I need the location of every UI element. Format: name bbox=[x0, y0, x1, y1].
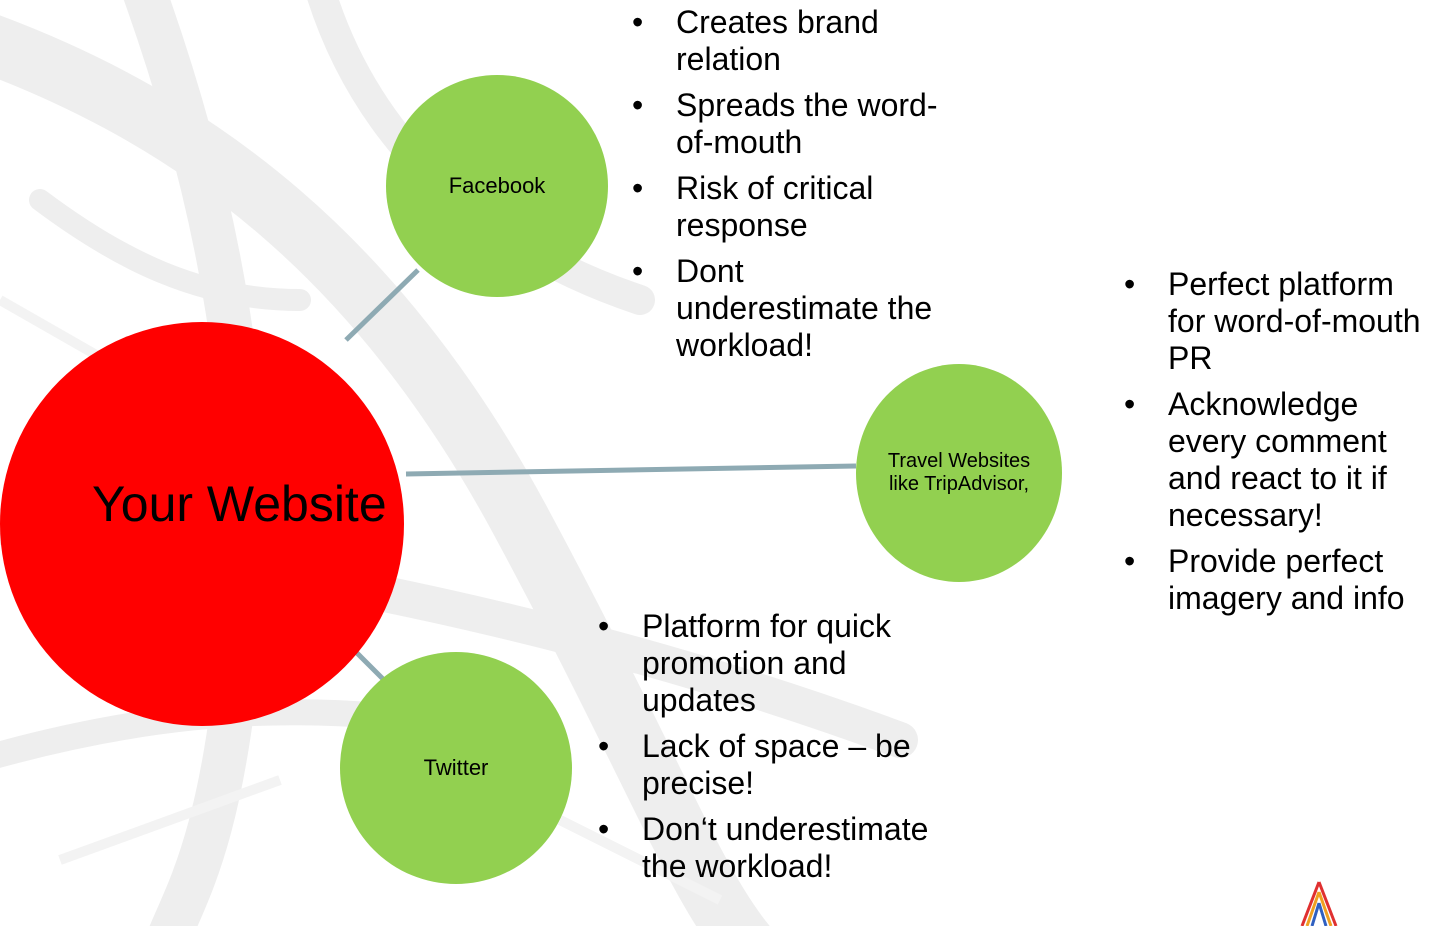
connector-main-travel bbox=[405, 463, 857, 477]
brand-logo-icon bbox=[1300, 881, 1338, 926]
travel-points-list: Perfect platform for word-of-mouth PR Ac… bbox=[1112, 266, 1436, 626]
twitter-node: Twitter bbox=[340, 652, 572, 884]
your-website-label: Your Website bbox=[92, 476, 387, 532]
twitter-point: Lack of space – be precise! bbox=[586, 728, 956, 802]
twitter-point: Platform for quick promotion and updates bbox=[586, 608, 956, 719]
facebook-point: Spreads the word-of-mouth bbox=[620, 87, 940, 161]
travel-point: Provide perfect imagery and info bbox=[1112, 543, 1436, 617]
facebook-label: Facebook bbox=[448, 173, 546, 198]
twitter-label: Twitter bbox=[423, 755, 489, 780]
facebook-point: Risk of critical response bbox=[620, 170, 940, 244]
facebook-point: Dont underestimate the workload! bbox=[620, 253, 940, 364]
facebook-node: Facebook bbox=[386, 75, 608, 297]
twitter-point: Don‘t underestimate the workload! bbox=[586, 811, 956, 885]
facebook-point: Creates brand relation bbox=[620, 4, 940, 78]
twitter-points-list: Platform for quick promotion and updates… bbox=[586, 608, 956, 894]
facebook-points-list: Creates brand relation Spreads the word-… bbox=[620, 4, 940, 373]
travel-point: Acknowledge every comment and react to i… bbox=[1112, 386, 1436, 534]
travel-websites-label: Travel Websites like TripAdvisor, bbox=[887, 450, 1031, 495]
connector-main-facebook bbox=[344, 268, 420, 342]
your-website-node: Your Website bbox=[0, 322, 404, 726]
travel-websites-node: Travel Websites like TripAdvisor, bbox=[856, 364, 1062, 582]
travel-point: Perfect platform for word-of-mouth PR bbox=[1112, 266, 1436, 377]
